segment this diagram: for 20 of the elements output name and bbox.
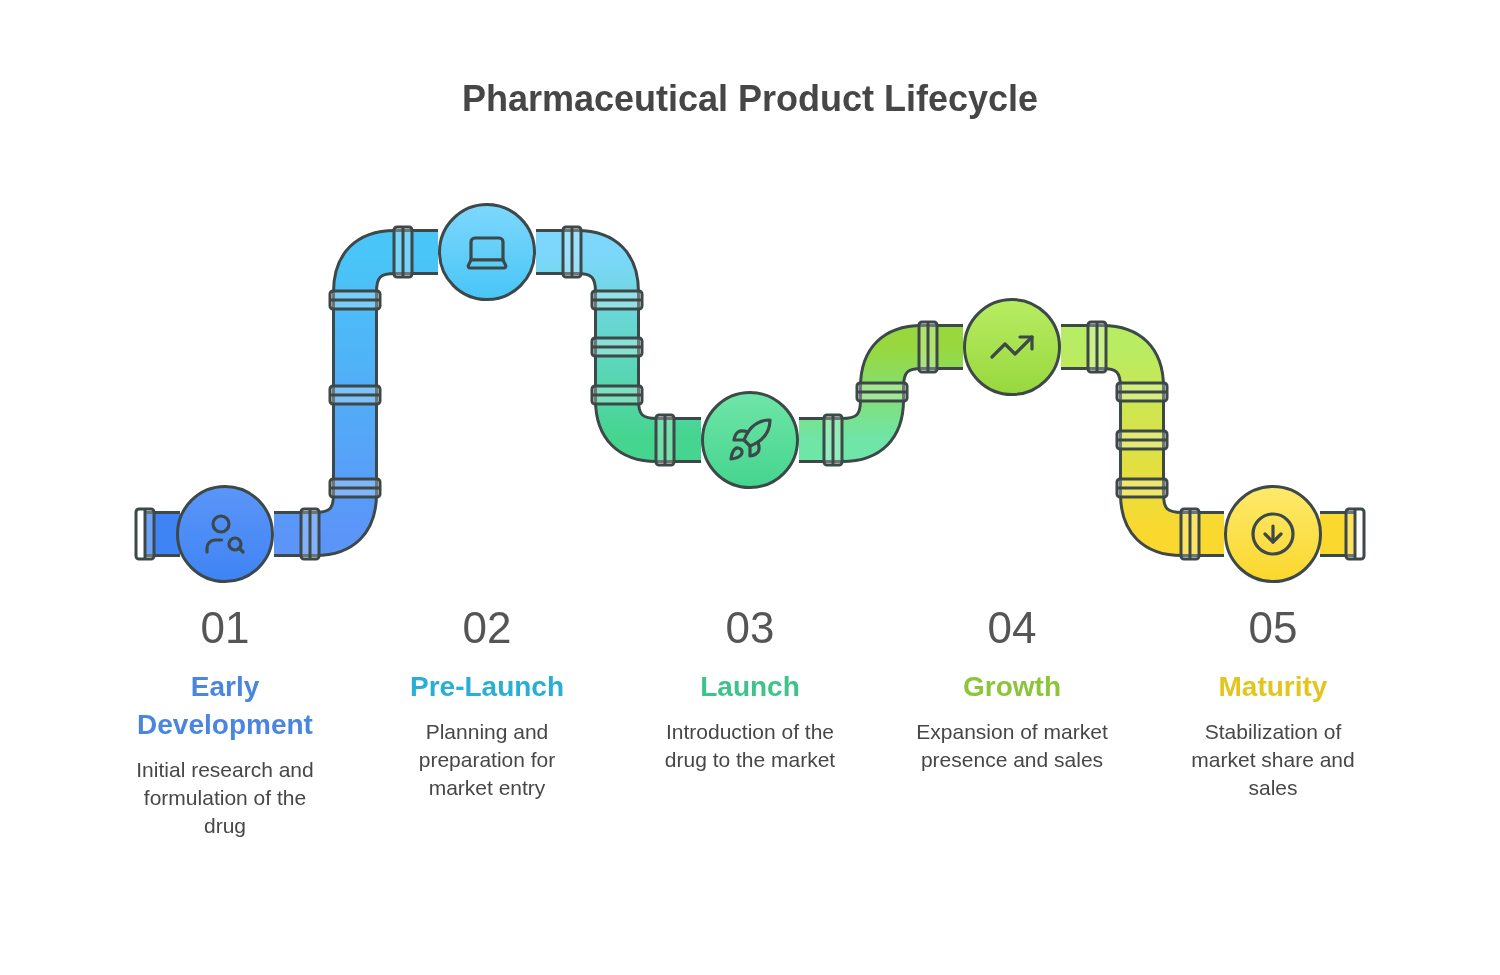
stage-title: Launch [699, 670, 801, 704]
pipe [536, 232, 701, 460]
step-number: 02 [462, 602, 512, 654]
stage-title: Maturity [1217, 670, 1329, 704]
stage-description: Introduction of the drug to the market [663, 719, 837, 773]
step-number: 03 [725, 602, 775, 654]
step-number: 05 [1248, 602, 1298, 654]
pipe [1061, 327, 1224, 554]
step-number: 04 [987, 602, 1037, 654]
stage-description: Initial research and formulation of the drug [135, 757, 315, 839]
step-number: 01 [200, 602, 250, 654]
title: Pharmaceutical Product Lifecycle [460, 78, 1040, 120]
stage-description: Planning and preparation for market entry [417, 719, 557, 801]
pipe [799, 327, 963, 460]
stage-title: Growth [962, 670, 1062, 704]
stage-description: Expansion of market presence and sales [916, 719, 1108, 773]
pipe [274, 232, 438, 554]
stage-title: Early Development [136, 670, 314, 742]
stage-title: Pre-Launch [409, 670, 565, 704]
stage-description: Stabilization of market share and sales [1190, 719, 1356, 801]
